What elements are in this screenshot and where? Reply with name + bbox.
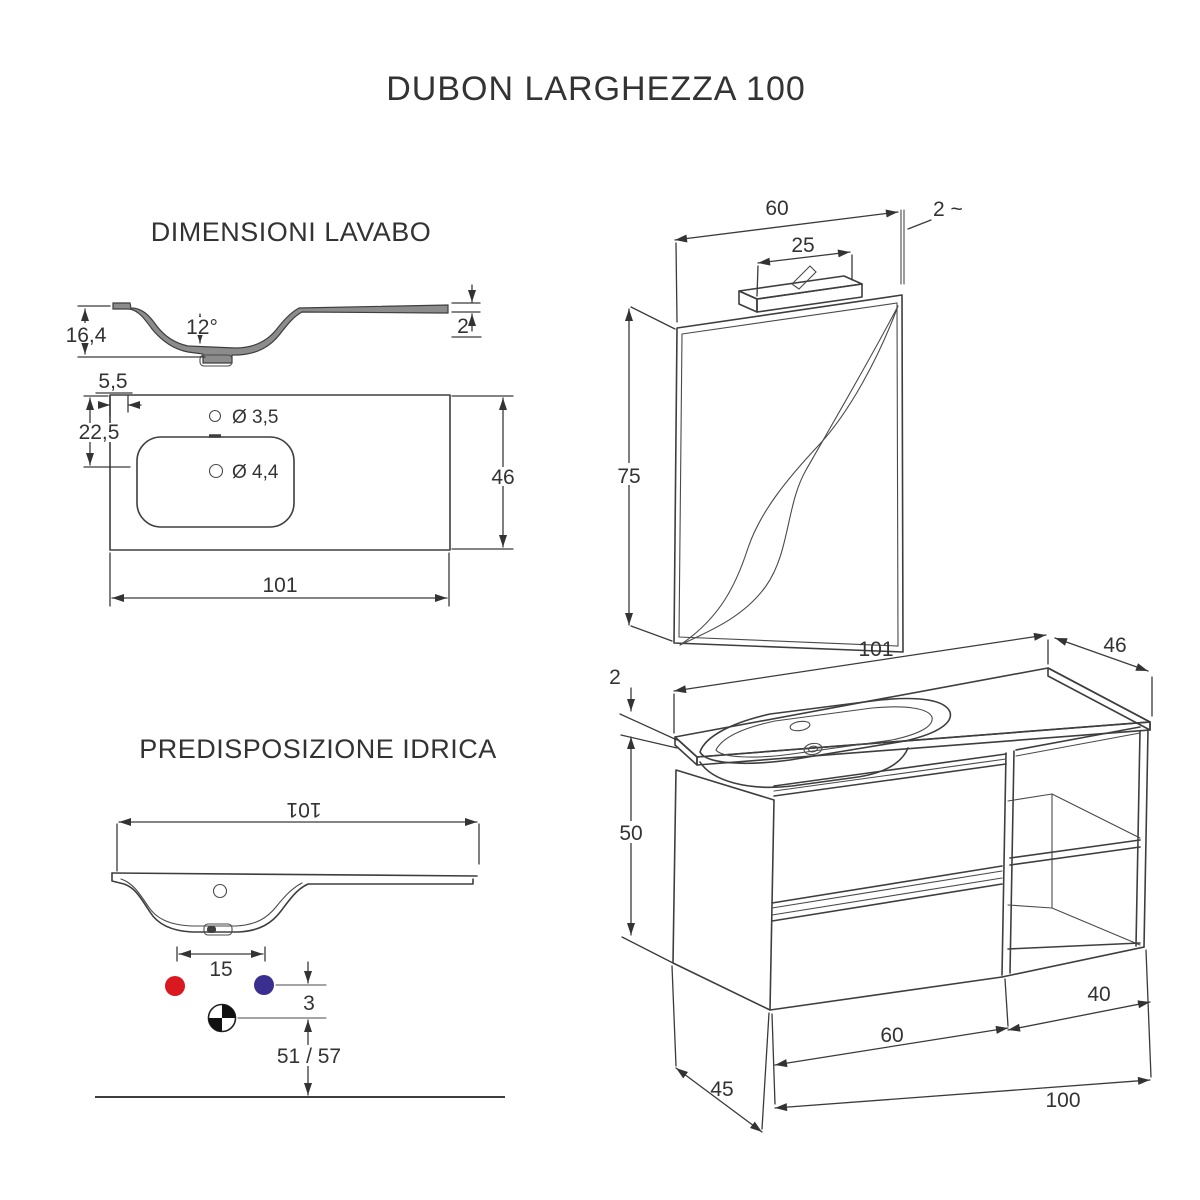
drain-hole-label: Ø 4,4 xyxy=(232,462,279,483)
dim-label-floor-height: 51 / 57 xyxy=(277,1045,341,1068)
dim-mirror-height: 75 xyxy=(611,306,676,642)
dim-mirror-thickness: 2 ~ xyxy=(907,198,963,230)
dim-lamp-width: 25 xyxy=(756,234,853,297)
dim-floor-height: 51 / 57 xyxy=(275,1019,343,1096)
dim-label-mirror-width: 60 xyxy=(765,197,788,220)
mirror-inner-edge xyxy=(678,302,899,647)
dim-label-hole-offset: 22,5 xyxy=(79,421,120,444)
dim-basin-depth: 12° xyxy=(184,313,220,344)
dim-label-vanity-shelf-width: 40 xyxy=(1087,983,1110,1006)
dim-vanity-shelf-width: 40 xyxy=(1007,949,1152,1078)
dim-label-basin-depth: 12° xyxy=(186,316,218,339)
mirror-lamp-bracket xyxy=(791,265,817,290)
vanity-shelf-unit xyxy=(1001,726,1149,978)
mirror-wave-curve-2 xyxy=(679,305,899,646)
dim-vanity-top-width: 101 xyxy=(673,632,1049,734)
dim-label-lamp-width: 25 xyxy=(791,234,814,257)
cold-water-dot xyxy=(254,975,274,995)
dim-label-vanity-total-width: 100 xyxy=(1045,1089,1080,1112)
dim-label-drain-offset: 3 xyxy=(303,992,315,1015)
dim-label-vanity-base-depth: 45 xyxy=(710,1078,733,1101)
vanity-drawing xyxy=(672,667,1151,1011)
dim-label-top-thickness: 2 xyxy=(457,315,469,338)
lavabo-section-heading: DIMENSIONI LAVABO xyxy=(151,217,432,247)
dim-label-vanity-drawer-width: 60 xyxy=(880,1024,903,1047)
dim-top-thickness: 2 xyxy=(451,284,482,338)
dim-vanity-thickness-height: 2 50 xyxy=(609,666,678,964)
idrica-overflow-hole xyxy=(212,883,228,899)
dim-plan-width: 101 xyxy=(109,552,450,607)
dim-label-edge-offset: 5,5 xyxy=(98,370,127,393)
faucet-hole xyxy=(208,409,222,423)
mirror-drawing xyxy=(673,209,905,653)
vanity-divider xyxy=(1001,752,1007,976)
dim-hole-offset: 22,5 xyxy=(75,395,131,468)
drain-target-icon xyxy=(207,1003,237,1033)
dim-vanity-total-width: 100 xyxy=(774,1076,1151,1112)
dim-label-mirror-height: 75 xyxy=(617,465,640,488)
sink-side-profile xyxy=(112,302,449,367)
page-title: DUBON LARGHEZZA 100 xyxy=(386,70,806,108)
dim-vanity-drawer-width: 60 xyxy=(771,978,1009,1105)
dim-label-idrica-width: 101 xyxy=(286,798,321,821)
vanity-top-right-edge xyxy=(1047,667,1151,731)
dim-label-vanity-top-depth: 46 xyxy=(1103,634,1126,657)
vanity-drawers xyxy=(769,753,1007,1011)
faucet-hole-label: Ø 3,5 xyxy=(232,407,278,428)
mirror-lamp xyxy=(738,265,863,313)
dim-edge-offset: 5,5 xyxy=(95,370,142,417)
dim-plan-depth: 46 xyxy=(451,395,520,550)
sink-drain-fitting xyxy=(199,354,233,367)
vanity-top-face xyxy=(674,667,1151,758)
vanity-top-left-edge xyxy=(674,736,698,766)
dim-profile-height: 16,4 xyxy=(66,305,206,358)
dim-label-vanity-height: 50 xyxy=(619,822,642,845)
idrica-sink-profile xyxy=(111,872,478,936)
dim-label-vanity-top-width: 101 xyxy=(858,638,893,661)
dim-vanity-top-depth: 46 xyxy=(1054,634,1153,717)
drain-hole xyxy=(208,463,224,479)
dim-label-vanity-thickness: 2 xyxy=(609,666,621,689)
idrica-drain-fitting xyxy=(203,923,233,936)
dim-label-water-spacing: 15 xyxy=(209,958,232,981)
mirror-outline xyxy=(673,294,904,653)
idrica-section-heading: PREDISPOSIZIONE IDRICA xyxy=(139,734,497,764)
dim-water-spacing: 15 xyxy=(176,946,266,981)
sink-plan-outline xyxy=(109,394,451,551)
dim-vanity-base-depth: 45 xyxy=(671,965,770,1133)
dim-label-plan-depth: 46 xyxy=(491,466,514,489)
dim-label-mirror-thickness: 2 ~ xyxy=(933,198,963,221)
dim-drain-offset: 3 xyxy=(299,961,319,1015)
dim-label-profile-height: 16,4 xyxy=(66,324,107,347)
vanity-basin xyxy=(699,697,952,789)
vanity-shelf xyxy=(1009,839,1141,859)
dim-mirror-width: 60 xyxy=(674,197,899,323)
hot-water-dot xyxy=(165,976,185,996)
vanity-side-panel xyxy=(672,769,775,1011)
sink-profile-shape xyxy=(112,302,449,364)
dim-idrica-width: 101 xyxy=(116,798,480,872)
dim-label-plan-width: 101 xyxy=(262,574,297,597)
vanity-drain xyxy=(803,742,823,756)
mirror-wave-curve-1 xyxy=(679,305,899,646)
sink-plan-view: Ø 3,5 Ø 4,4 xyxy=(109,394,451,551)
vanity-faucet-hole xyxy=(789,720,811,732)
